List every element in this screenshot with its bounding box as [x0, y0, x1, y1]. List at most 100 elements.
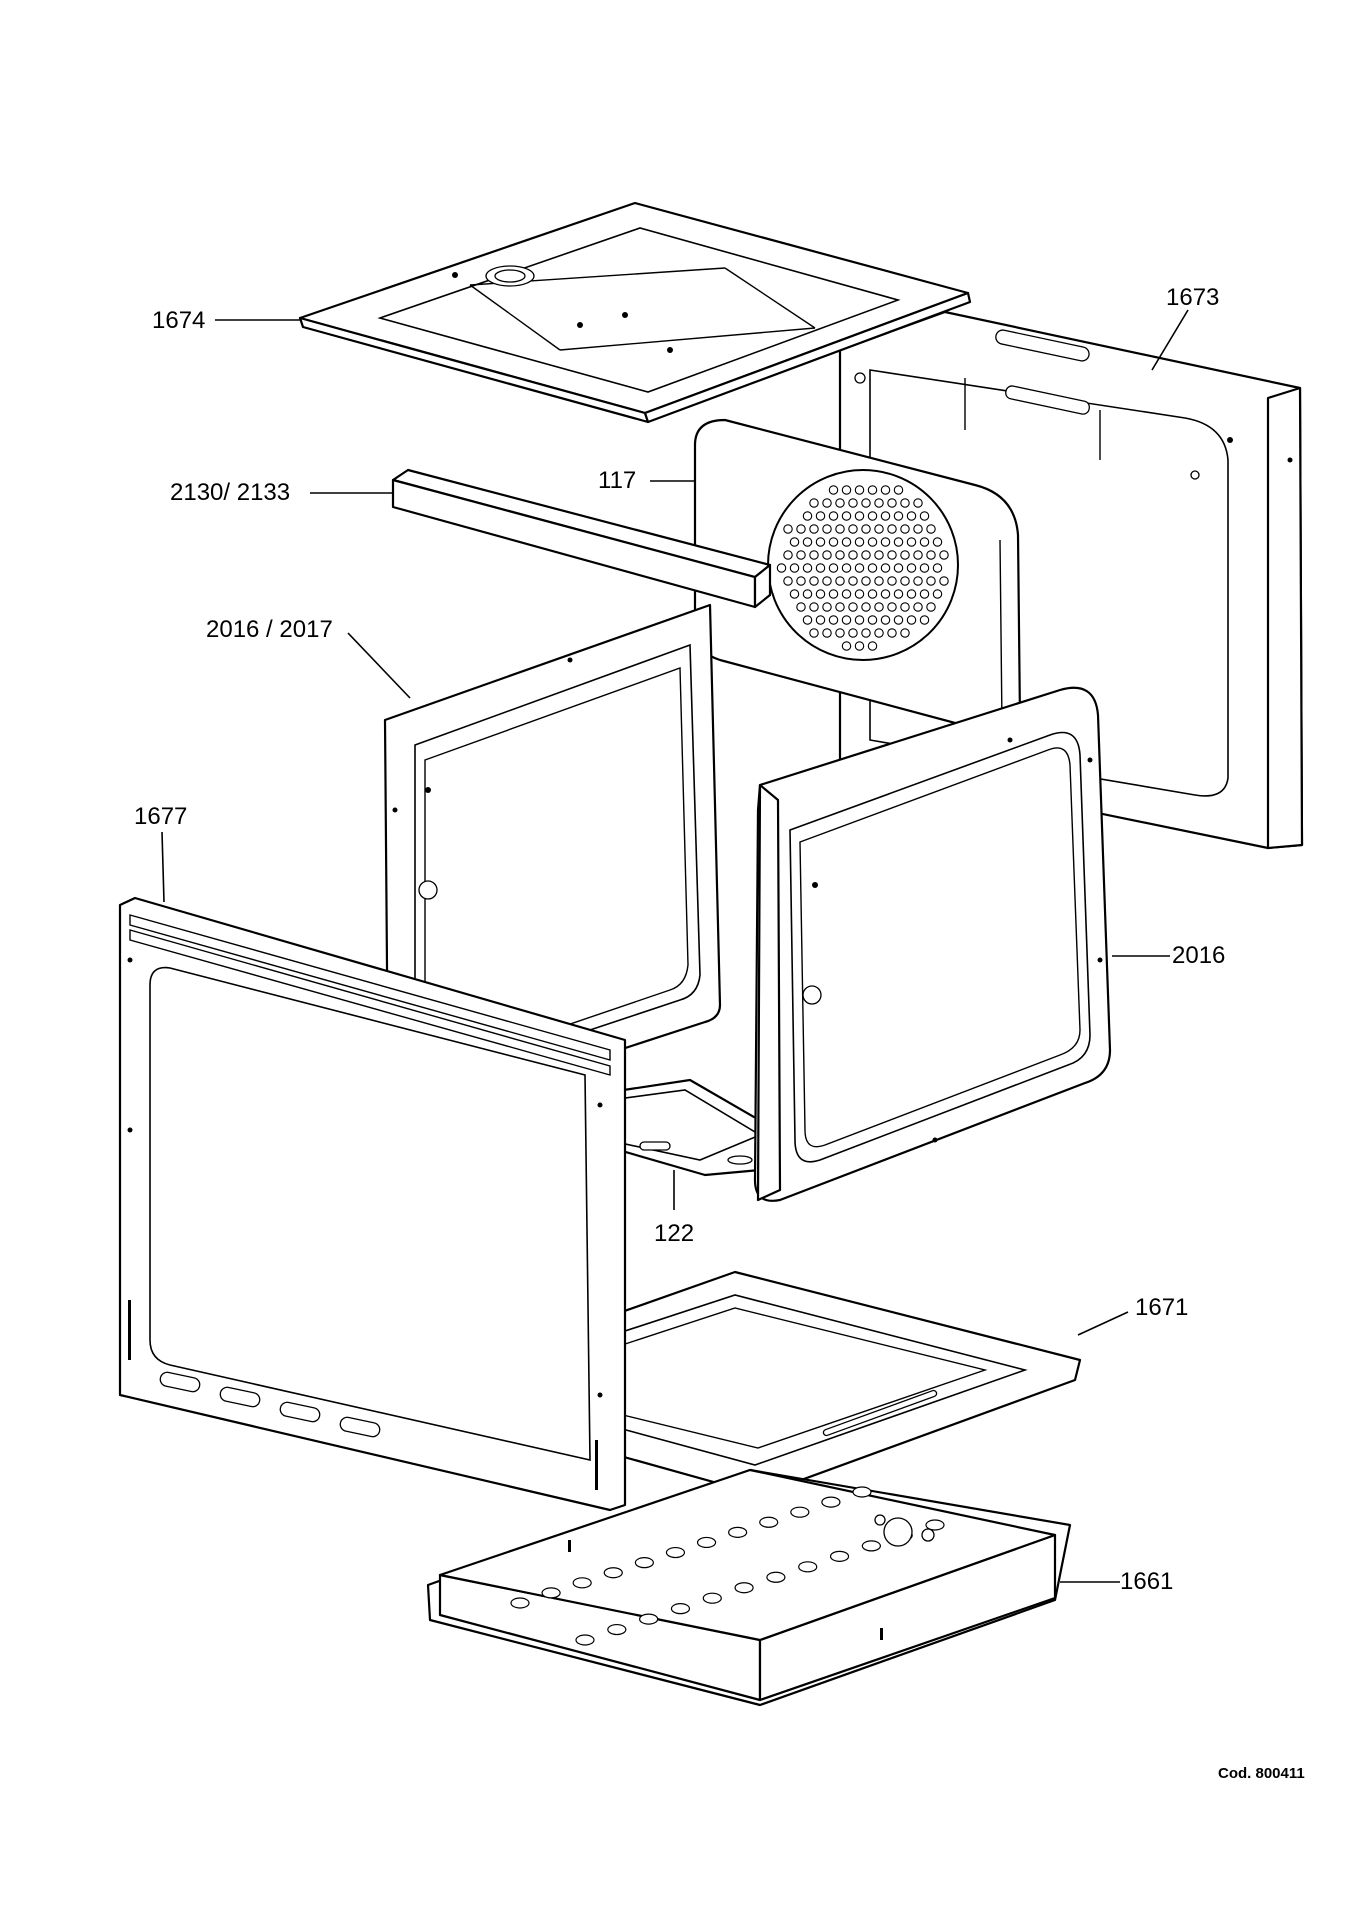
base-hole	[790, 1506, 810, 1518]
fan-hole	[841, 563, 852, 573]
fan-hole	[835, 498, 845, 508]
base-hole	[759, 1516, 779, 1528]
fan-hole	[874, 524, 884, 534]
label-117: 117	[598, 467, 637, 494]
base-hole	[702, 1592, 722, 1604]
fan-hole	[861, 524, 871, 534]
fan-hole	[880, 485, 891, 495]
fan-hole	[939, 576, 949, 586]
fan-hole	[822, 576, 832, 586]
label-1674: 1674	[152, 307, 206, 334]
fan-hole	[913, 550, 923, 560]
part-2130-2133-bar	[391, 468, 772, 609]
fan-hole	[887, 602, 897, 612]
fan-hole	[893, 615, 904, 625]
base-hole	[541, 1587, 561, 1599]
part-1661-base-tray	[426, 1468, 1072, 1707]
fan-hole	[809, 550, 819, 560]
label-1677: 1677	[134, 803, 188, 830]
fan-hole	[854, 485, 865, 495]
fan-hole	[900, 524, 910, 534]
fan-hole	[887, 550, 897, 560]
fan-hole	[887, 628, 897, 638]
fan-hole	[783, 576, 793, 586]
base-hole	[766, 1571, 786, 1583]
fan-hole	[789, 563, 800, 573]
fan-hole	[913, 602, 923, 612]
fan-hole	[919, 511, 930, 521]
fan-hole	[815, 563, 826, 573]
fan-hole	[880, 537, 891, 547]
base-hole	[798, 1561, 818, 1573]
fan-hole	[796, 550, 806, 560]
fan-hole	[802, 563, 813, 573]
base-hole	[575, 1634, 595, 1646]
fan-hole	[900, 628, 910, 638]
base-hole	[670, 1603, 691, 1615]
part-117-fan-cover	[693, 418, 1022, 738]
fan-hole	[932, 563, 943, 573]
fan-hole	[828, 563, 839, 573]
base-hole	[634, 1557, 654, 1569]
fan-hole	[893, 563, 904, 573]
base-hole	[696, 1536, 717, 1549]
fan-hole	[835, 576, 845, 586]
fan-hole	[809, 628, 819, 638]
fan-hole	[809, 576, 819, 586]
fan-hole	[906, 537, 917, 547]
fan-hole	[913, 498, 923, 508]
base-hole	[728, 1526, 748, 1538]
fan-hole	[796, 524, 806, 534]
fan-hole	[822, 628, 832, 638]
fan-hole	[887, 524, 897, 534]
fan-hole	[809, 498, 819, 508]
fan-hole	[854, 589, 865, 599]
base-hole	[925, 1519, 945, 1531]
fan-hole	[822, 602, 832, 612]
base-hole	[821, 1496, 841, 1508]
fan-hole	[789, 537, 800, 547]
fan-hole	[835, 524, 845, 534]
fan-hole	[835, 550, 845, 560]
fan-hole	[783, 524, 793, 534]
fan-hole	[848, 498, 858, 508]
base-hole	[572, 1577, 592, 1589]
fan-hole	[893, 537, 904, 547]
label-1661: 1661	[1120, 1568, 1174, 1595]
fan-hole	[848, 550, 858, 560]
part-1674-top-panel	[298, 201, 972, 424]
fan-hole	[874, 550, 884, 560]
fan-hole	[802, 537, 813, 547]
fan-hole	[822, 550, 832, 560]
fan-hole	[926, 550, 936, 560]
fan-hole	[841, 641, 852, 651]
fan-hole	[867, 589, 878, 599]
fan-hole	[893, 485, 904, 495]
base-hole	[665, 1546, 686, 1559]
base-hole	[852, 1486, 872, 1498]
fan-hole	[893, 511, 904, 521]
fan-hole	[835, 602, 845, 612]
fan-hole	[861, 602, 871, 612]
fan-hole	[893, 589, 904, 599]
fan-hole	[809, 524, 819, 534]
fan-hole	[900, 576, 910, 586]
fan-hole	[913, 524, 923, 534]
fan-hole	[919, 537, 930, 547]
fan-hole	[887, 498, 897, 508]
label-1671: 1671	[1135, 1294, 1189, 1321]
fan-hole	[919, 589, 930, 599]
fan-hole	[822, 524, 832, 534]
fan-hole	[861, 498, 871, 508]
base-hole	[734, 1582, 754, 1594]
fan-hole	[835, 628, 845, 638]
fan-hole	[802, 511, 813, 521]
fan-hole	[906, 615, 917, 625]
fan-hole	[848, 576, 858, 586]
part-1677-front-frame	[118, 896, 627, 1512]
fan-hole	[783, 550, 793, 560]
fan-hole	[932, 537, 943, 547]
fan-hole	[796, 576, 806, 586]
fan-hole	[932, 589, 943, 599]
label-122: 122	[654, 1220, 695, 1247]
